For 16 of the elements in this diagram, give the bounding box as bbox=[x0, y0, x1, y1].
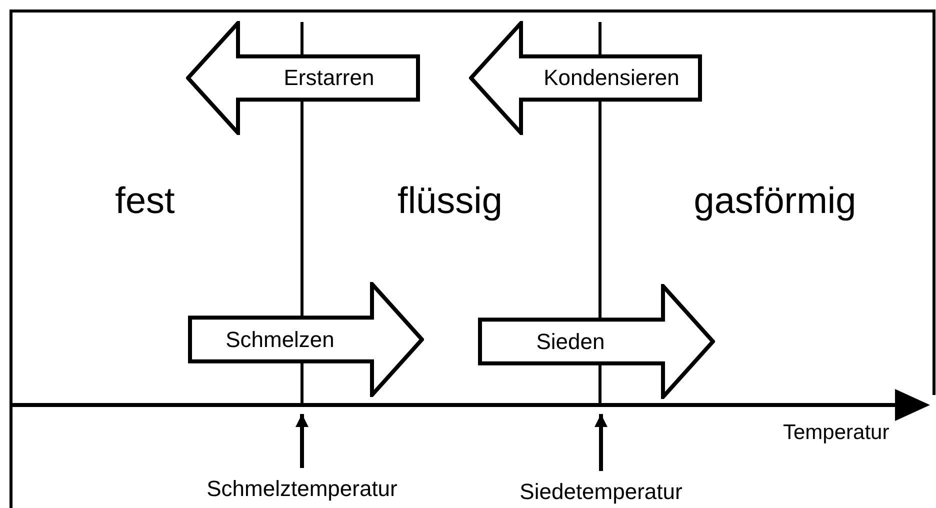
phase-label: gasförmig bbox=[692, 180, 858, 222]
axis-label: Temperatur bbox=[783, 421, 890, 445]
process-label: Sieden bbox=[535, 328, 606, 354]
block-arrow-left bbox=[186, 21, 420, 135]
process-label: Schmelzen bbox=[224, 326, 336, 352]
temperature-label: Schmelztemperatur bbox=[206, 476, 398, 502]
phase-label: fest bbox=[114, 180, 176, 222]
block-arrow-left bbox=[469, 21, 702, 135]
block-arrow-right bbox=[478, 284, 715, 399]
temperature-label: Siedetemperatur bbox=[518, 479, 684, 505]
phase-label: flüssig bbox=[396, 180, 504, 222]
block-arrow-right bbox=[188, 282, 424, 397]
pointer-arrow bbox=[295, 414, 309, 468]
process-label: Kondensieren bbox=[542, 65, 680, 91]
pointer-arrow bbox=[594, 414, 608, 471]
process-label: Erstarren bbox=[282, 65, 376, 91]
